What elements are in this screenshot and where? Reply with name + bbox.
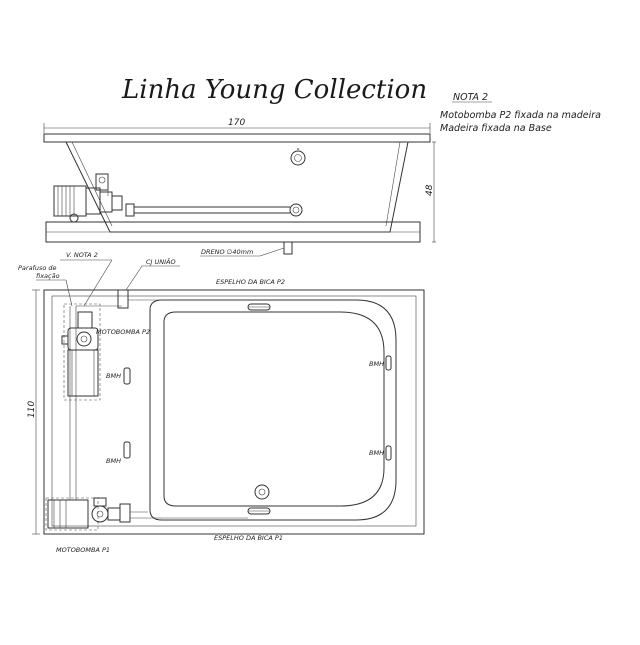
overflow-plan [254, 484, 270, 500]
basin-floor [163, 311, 385, 507]
drain-pipe [283, 241, 293, 255]
dim-height: 48 [425, 184, 435, 196]
cj-uniao-label: CJ UNIÃO [146, 257, 176, 266]
jet-right-lower [385, 445, 392, 461]
tub-body-side [65, 141, 409, 233]
wood-plate-p2 [63, 303, 101, 401]
nota-label: NOTA 2 [453, 92, 488, 103]
espelho-p2-label: ESPELHO DA BICA P2 [216, 278, 285, 286]
parafuso-label-2: fixação [36, 272, 60, 280]
bmh-label-right-lower: BMH [369, 449, 384, 457]
dim-length: 170 [228, 118, 245, 128]
drawing-title: Linha Young Collection [121, 75, 427, 105]
pump-p1 [47, 497, 148, 529]
jet-right-upper [385, 355, 392, 371]
basin-outer [149, 299, 397, 521]
motobomba-p1-label: MOTOBOMBA P1 [56, 546, 110, 554]
parafuso-label-1: Parafuso de [18, 264, 57, 272]
v-nota-label: V. NOTA 2 [66, 251, 98, 259]
bmh-label-left-upper: BMH [106, 372, 121, 380]
bmh-label-left-lower: BMH [106, 457, 121, 465]
cj-uniao-fitting [117, 289, 129, 309]
side-view: 170 48 [43, 118, 436, 255]
tub-rim [43, 133, 431, 143]
plan-view: 110 BMH BMH BMH BMH [27, 289, 425, 535]
motobomba-p2-label: MOTOBOMBA P2 [96, 328, 150, 336]
tub-outline-plan [43, 289, 425, 535]
suction-fitting [289, 203, 303, 217]
dim-width: 110 [27, 401, 37, 418]
espelho-p1-label: ESPELHO DA BICA P1 [214, 534, 283, 542]
pump-p2 [61, 311, 99, 397]
overflow-fitting [290, 150, 306, 166]
jet-left-lower [123, 441, 131, 459]
bmh-label-right-upper: BMH [369, 360, 384, 368]
nota-line-1: Motobomba P2 fixada na madeira [440, 110, 601, 121]
dreno-label: DRENO ∅40mm [201, 248, 253, 256]
nota-line-2: Madeira fixada na Base [440, 123, 552, 134]
pump-housing [85, 187, 101, 215]
wood-plate-p1 [45, 497, 99, 531]
jet-left-upper [123, 367, 131, 385]
